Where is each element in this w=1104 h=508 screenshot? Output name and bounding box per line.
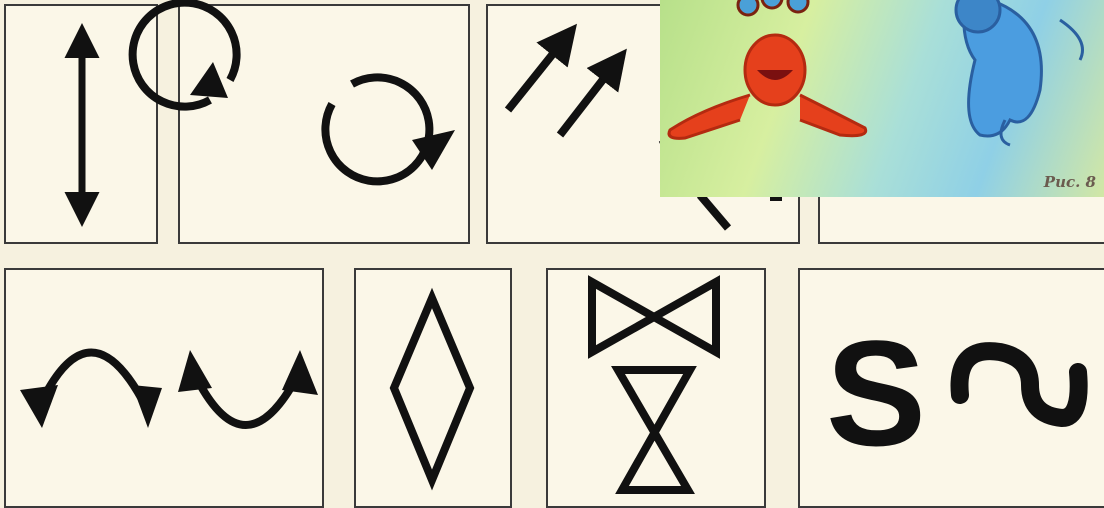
- svg-text:S: S: [826, 309, 926, 477]
- arc-arrow-down-icon: [20, 353, 162, 429]
- circle-arrow-clockwise-icon: [325, 77, 455, 181]
- arc-arrow-up-icon: [178, 350, 318, 425]
- cartoon-characters-image: [660, 0, 1104, 197]
- hourglass-icon: [618, 370, 690, 490]
- s-shape-icon: S: [826, 309, 926, 477]
- cartoon-illustration: Рис. 8: [660, 0, 1104, 197]
- diamond-icon: [394, 298, 470, 480]
- figure-caption: Рис. 8: [1044, 173, 1096, 191]
- s-shape-rotated-icon: [960, 351, 1079, 418]
- bowtie-icon: [592, 282, 716, 352]
- circle-arrow-counterclockwise-icon: [133, 3, 237, 107]
- red-creature: [669, 0, 866, 138]
- blue-creature: [956, 0, 1083, 145]
